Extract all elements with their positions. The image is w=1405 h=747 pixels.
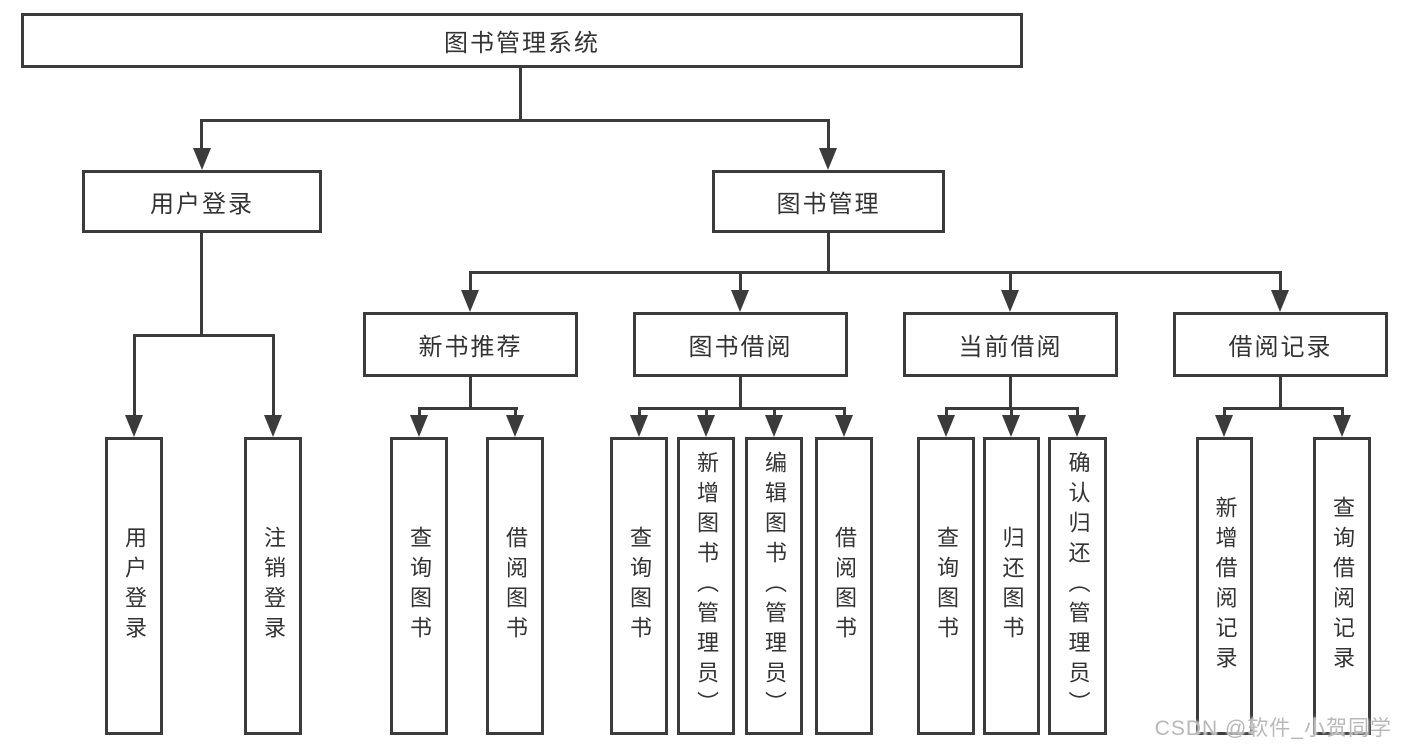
leaf-borrow-books-recommend: 借阅图书 <box>486 437 544 735</box>
leaf-query-books-borrow-label: 查询图书 <box>627 526 652 646</box>
connector-line <box>514 407 517 418</box>
leaf-query-borrow-record: 查询借阅记录 <box>1313 437 1371 735</box>
leaf-logout-label: 注销登录 <box>261 526 286 646</box>
connector-line <box>1341 407 1344 418</box>
node-new-book-recommend-label: 新书推荐 <box>418 334 523 361</box>
leaf-confirm-return-admin: 确认归还（管理员） <box>1048 437 1107 735</box>
leaf-query-books-recommend-label: 查询图书 <box>407 526 432 646</box>
arrow-down-icon <box>937 415 955 437</box>
leaf-confirm-return-admin-label: 确认归还（管理员） <box>1065 451 1091 721</box>
connector-line <box>1223 407 1344 410</box>
connector-line <box>469 271 472 293</box>
connector-line <box>1223 407 1226 418</box>
leaf-return-book-label: 归还图书 <box>999 526 1025 646</box>
connector-line <box>519 68 522 121</box>
leaf-borrow-books-label: 借阅图书 <box>832 526 857 646</box>
node-user-login: 用户登录 <box>82 170 322 233</box>
arrow-down-icon <box>125 415 143 437</box>
leaf-add-borrow-record-label: 新增借阅记录 <box>1212 496 1238 676</box>
connector-line <box>945 407 948 418</box>
node-book-borrowing-label: 图书借阅 <box>688 334 793 361</box>
node-book-management-label: 图书管理 <box>776 191 881 218</box>
arrow-down-icon <box>835 415 853 437</box>
connector-line <box>843 407 846 418</box>
arrow-down-icon <box>1215 415 1233 437</box>
arrow-down-icon <box>1271 290 1289 312</box>
arrow-down-icon <box>193 148 211 170</box>
node-root-label: 图书管理系统 <box>444 30 600 57</box>
connector-line <box>1279 377 1282 410</box>
watermark: CSDN @软件_小贺同学 <box>1154 717 1392 740</box>
leaf-borrow-books-recommend-label: 借阅图书 <box>503 526 528 646</box>
connector-line <box>773 407 776 418</box>
connector-line <box>201 119 830 122</box>
arrow-down-icon <box>630 415 648 437</box>
connector-line <box>1076 407 1079 418</box>
leaf-add-book-admin: 新增图书（管理员） <box>677 437 735 735</box>
node-user-login-label: 用户登录 <box>150 191 254 218</box>
arrow-down-icon <box>1333 415 1351 437</box>
leaf-user-login: 用户登录 <box>105 437 163 735</box>
leaf-edit-book-admin-label: 编辑图书（管理员） <box>762 451 787 721</box>
connector-line <box>1010 407 1013 418</box>
leaf-user-login-label: 用户登录 <box>122 526 147 646</box>
arrow-down-icon <box>506 415 524 437</box>
leaf-logout: 注销登录 <box>244 437 302 735</box>
connector-line <box>200 233 203 337</box>
connector-line <box>469 271 1282 274</box>
leaf-add-book-admin-label: 新增图书（管理员） <box>694 451 719 721</box>
connector-line <box>418 407 518 410</box>
leaf-query-books-recommend: 查询图书 <box>390 437 448 735</box>
arrow-down-icon <box>731 290 749 312</box>
connector-line <box>739 271 742 293</box>
connector-line <box>418 407 421 418</box>
arrow-down-icon <box>264 415 282 437</box>
node-book-management: 图书管理 <box>712 170 945 233</box>
node-new-book-recommend: 新书推荐 <box>363 312 578 377</box>
connector-line <box>827 233 830 274</box>
leaf-query-books-current: 查询图书 <box>917 437 975 735</box>
connector-line <box>1009 377 1012 410</box>
leaf-query-books-borrow: 查询图书 <box>610 437 668 735</box>
arrow-down-icon <box>410 415 428 437</box>
leaf-query-borrow-record-label: 查询借阅记录 <box>1330 496 1355 676</box>
connector-line <box>133 334 136 417</box>
node-borrow-records-label: 借阅记录 <box>1228 334 1333 361</box>
arrow-down-icon <box>461 290 479 312</box>
connector-line <box>469 377 472 410</box>
arrow-down-icon <box>1002 415 1020 437</box>
leaf-return-book: 归还图书 <box>983 437 1040 735</box>
connector-line <box>739 377 742 410</box>
node-book-borrowing: 图书借阅 <box>633 312 848 377</box>
node-root: 图书管理系统 <box>21 13 1023 68</box>
connector-line <box>1009 271 1012 293</box>
arrow-down-icon <box>697 415 715 437</box>
node-current-borrowing-label: 当前借阅 <box>958 334 1063 361</box>
node-current-borrowing: 当前借阅 <box>903 312 1118 377</box>
arrow-down-icon <box>765 415 783 437</box>
connector-line <box>133 334 275 337</box>
connector-line <box>638 407 846 410</box>
leaf-add-borrow-record: 新增借阅记录 <box>1196 437 1253 735</box>
connector-line <box>827 119 830 152</box>
connector-line <box>200 119 203 152</box>
arrow-down-icon <box>1001 290 1019 312</box>
leaf-edit-book-admin: 编辑图书（管理员） <box>745 437 803 735</box>
arrow-down-icon <box>819 148 837 170</box>
leaf-query-books-current-label: 查询图书 <box>934 526 959 646</box>
arrow-down-icon <box>1068 415 1086 437</box>
connector-line <box>1279 271 1282 293</box>
connector-line <box>705 407 708 418</box>
node-borrow-records: 借阅记录 <box>1173 312 1388 377</box>
connector-line <box>638 407 641 418</box>
leaf-borrow-books: 借阅图书 <box>815 437 873 735</box>
connector-line <box>272 334 275 417</box>
